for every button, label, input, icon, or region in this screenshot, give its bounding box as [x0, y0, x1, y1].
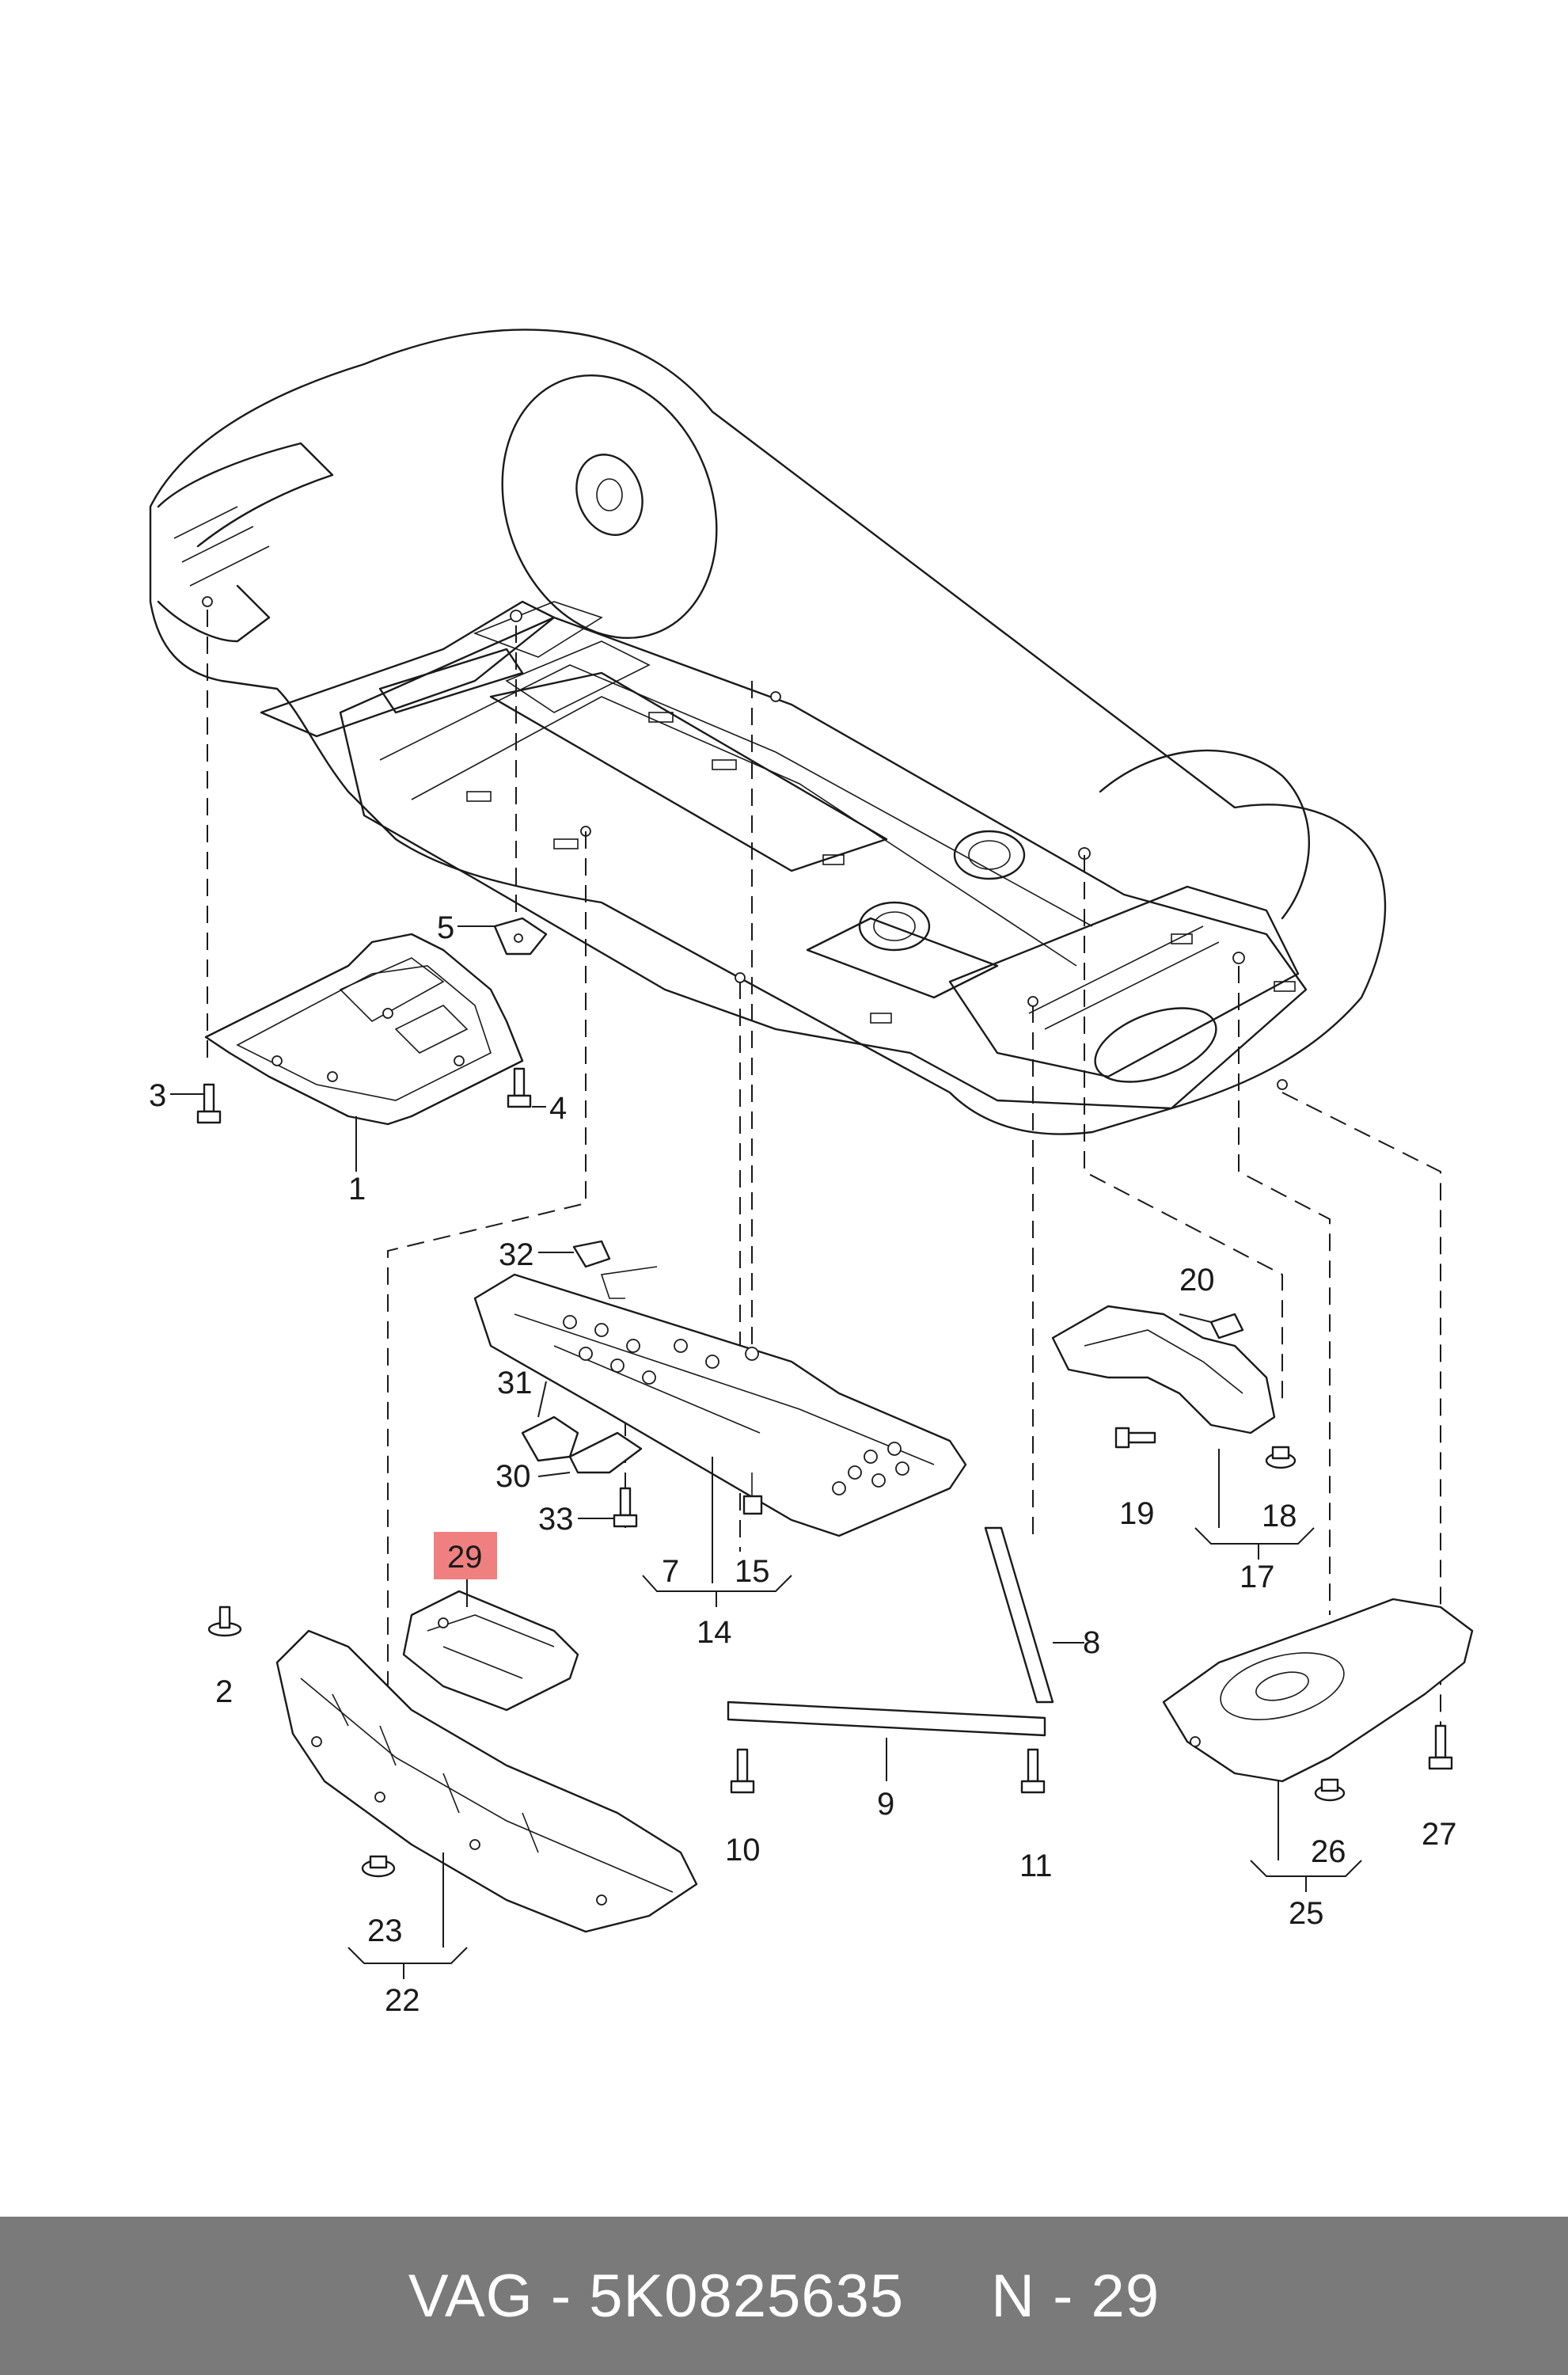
part-27-bolt: [1428, 1724, 1453, 1770]
callout-31: 31: [497, 1366, 533, 1400]
callout-19: 19: [1119, 1496, 1155, 1531]
callout-20: 20: [1179, 1263, 1215, 1298]
part-18-nut: [1265, 1446, 1297, 1469]
callout-22: 22: [385, 1983, 420, 2018]
part-10-bolt: [730, 1748, 755, 1794]
callout-26: 26: [1311, 1834, 1346, 1869]
callout-3: 3: [149, 1078, 166, 1113]
position-number: N - 29: [991, 2262, 1160, 2330]
callout-33: 33: [538, 1502, 574, 1537]
part-3-bolt: [196, 1083, 222, 1124]
part-32-clip: [572, 1240, 611, 1268]
callout-7: 7: [662, 1554, 679, 1589]
part-8-strut: [984, 1526, 1054, 1704]
callout-27: 27: [1422, 1817, 1457, 1852]
part-14-centre-panel: [473, 1266, 967, 1537]
part-number-footer: VAG - 5K0825635 N - 29: [0, 2217, 1568, 2375]
parts-diagram: 1 2 3 4 5 7 8 9 10 11 14 15 17 18 19 20 …: [149, 329, 1474, 2018]
part-1-engine-underguard: [204, 933, 524, 1126]
assembly-lines: [207, 610, 1441, 1765]
part-26-nut: [1314, 1778, 1346, 1802]
part-31-bracket: [521, 1416, 579, 1462]
callout-32: 32: [499, 1237, 534, 1272]
part-20-clip: [1209, 1313, 1244, 1340]
part-25-rear-shield: [1162, 1598, 1474, 1783]
underbody-exploded-view: 1 2 3 4 5 7 8 9 10 11 14 15 17 18 19 20 …: [149, 329, 1474, 2018]
callout-15: 15: [735, 1554, 770, 1589]
part-29-heat-shield: [402, 1590, 579, 1712]
callout-1: 1: [348, 1172, 366, 1206]
callout-5: 5: [437, 910, 454, 945]
part-33-bolt: [613, 1487, 638, 1528]
callout-9: 9: [877, 1787, 894, 1822]
callout-18: 18: [1262, 1499, 1297, 1533]
callout-30: 30: [495, 1459, 531, 1494]
part-11-bolt: [1020, 1748, 1046, 1794]
part-17-rear-shield: [1051, 1305, 1276, 1434]
part-23-nut: [361, 1855, 396, 1878]
callout-4: 4: [549, 1091, 567, 1126]
car-underbody: [149, 329, 1387, 1135]
part-4-bolt: [507, 1067, 532, 1108]
callout-17: 17: [1240, 1560, 1275, 1594]
callout-23: 23: [367, 1913, 403, 1948]
callout-2: 2: [215, 1674, 233, 1709]
part-22-side-shield: [275, 1629, 698, 1933]
part-9-crossbar: [727, 1700, 1046, 1737]
callout-29: 29: [447, 1540, 483, 1575]
callout-8: 8: [1083, 1625, 1100, 1660]
part-2-clip: [207, 1606, 242, 1637]
leader-lines: [170, 925, 1362, 1979]
callout-10: 10: [725, 1833, 761, 1868]
callout-29-highlight: 29: [434, 1532, 497, 1579]
callout-11: 11: [1019, 1849, 1053, 1883]
callouts: 1 2 3 4 5 7 8 9 10 11 14 15 17 18 19 20 …: [149, 910, 1457, 2018]
callout-25: 25: [1289, 1896, 1324, 1931]
part-15-nut: [742, 1495, 763, 1515]
part-30-plate: [568, 1431, 643, 1474]
brand-part-number: VAG - 5K0825635: [408, 2262, 905, 2330]
part-19-bolt: [1114, 1427, 1156, 1449]
callout-29-box: [434, 1532, 497, 1579]
callout-14: 14: [697, 1615, 732, 1650]
